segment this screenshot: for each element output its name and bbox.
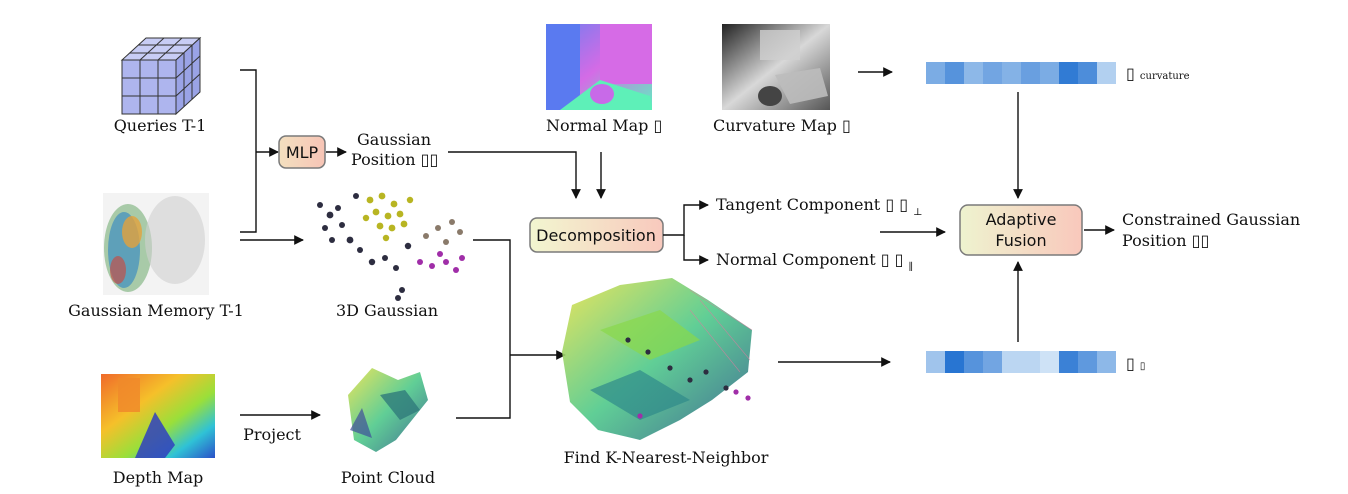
mlp-label: MLP — [286, 143, 319, 162]
feature-cell — [926, 62, 945, 84]
knn-feature-bar — [926, 351, 1116, 373]
feature-cell — [1021, 351, 1040, 373]
gaussian-memory-image — [103, 193, 209, 295]
output-label-1: Constrained Gaussian — [1122, 210, 1300, 229]
merge-to-knn — [456, 239, 511, 419]
arrow-position-to-decomposition — [448, 151, 581, 199]
feature-cell — [983, 62, 1002, 84]
knn-image — [562, 278, 753, 440]
point-cloud-label: Point Cloud — [341, 468, 435, 487]
knn-label: Find K-Nearest-Neighbor — [564, 448, 769, 467]
curvature-feature-label: ▯ curvature — [1126, 64, 1190, 83]
normal-map-label: Normal Map ▯ — [546, 116, 662, 135]
arrow-to-tangent — [663, 200, 709, 236]
feature-cell — [1002, 62, 1021, 84]
curvature-feature-bar — [926, 62, 1116, 84]
arrow-to-normal-component — [683, 235, 709, 265]
adaptive-fusion-label-2: Fusion — [995, 231, 1046, 250]
feature-cell — [1078, 62, 1097, 84]
project-label: Project — [243, 425, 301, 444]
feature-cell — [1059, 351, 1078, 373]
feature-cell — [1097, 351, 1116, 373]
mlp-box — [278, 135, 326, 169]
point-cloud-image — [348, 368, 428, 452]
tangent-component-label: Tangent Component ▯ ▯ ⊥ — [716, 195, 923, 218]
feature-cell — [964, 351, 983, 373]
curvature-map-image — [722, 24, 830, 110]
curvature-map-label: Curvature Map ▯ — [713, 116, 851, 135]
adaptive-fusion-box — [959, 204, 1083, 256]
feature-cell — [1059, 62, 1078, 84]
output-label-2: Position ▯▯ — [1122, 231, 1209, 250]
gaussian-3d-label: 3D Gaussian — [336, 301, 438, 320]
knn-feature-label: ▯ ▯ — [1126, 354, 1145, 373]
gaussian-position-label-2: Position ▯▯ — [351, 150, 438, 169]
feature-cell — [926, 351, 945, 373]
feature-cell — [1078, 351, 1097, 373]
feature-cell — [964, 62, 983, 84]
feature-cell — [1021, 62, 1040, 84]
queries-cube-icon — [120, 36, 202, 116]
normal-map-image — [546, 24, 652, 110]
gaussian-position-label-1: Gaussian — [357, 130, 431, 149]
feature-cell — [1002, 351, 1021, 373]
depth-map-label: Depth Map — [113, 468, 204, 487]
feature-cell — [1040, 351, 1059, 373]
normal-component-label: Normal Component ▯ ▯ ∥ — [716, 250, 913, 273]
merge-bracket — [240, 69, 257, 233]
gaussian-3d-image — [317, 192, 465, 301]
depth-map-image — [101, 374, 215, 458]
queries-label: Queries T-1 — [114, 116, 207, 135]
feature-cell — [945, 62, 964, 84]
feature-cell — [945, 351, 964, 373]
feature-cell — [983, 351, 1002, 373]
feature-cell — [1040, 62, 1059, 84]
feature-cell — [1097, 62, 1116, 84]
adaptive-fusion-label-1: Adaptive — [986, 210, 1057, 229]
gaussian-memory-label: Gaussian Memory T-1 — [68, 301, 244, 320]
decomposition-label: Decomposition — [536, 226, 656, 245]
